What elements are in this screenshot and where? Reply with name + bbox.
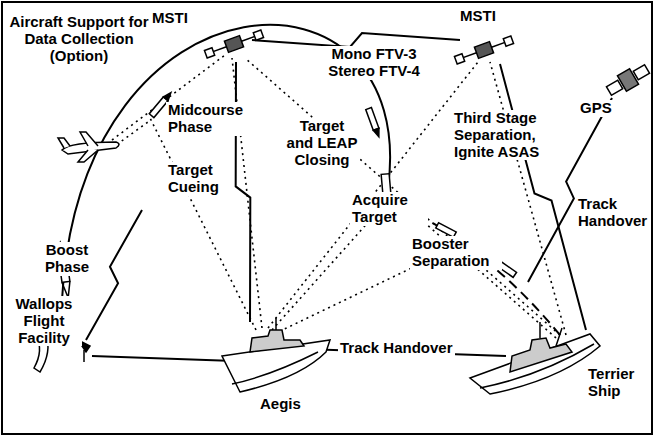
diagram-label: Terrier Ship [586, 366, 648, 400]
diagram-label: Aircraft Support for Data Collection (Op… [4, 14, 154, 64]
satellites [204, 28, 652, 99]
diagram-label: MSTI [458, 8, 498, 25]
diagram-label: Aegis [258, 396, 303, 413]
diagram-label: GPS [578, 100, 614, 117]
sight-lines [112, 55, 566, 338]
data-link-bolt [236, 62, 251, 322]
diagram-label: Track Handover [576, 196, 650, 230]
aegis-ship [222, 318, 330, 392]
data-links [86, 33, 612, 363]
diagram-label: MSTI [150, 10, 190, 27]
diagram-label: Third Stage Separation, Ignite ASAS [452, 110, 548, 160]
diagram-label: Boost Phase [36, 242, 98, 276]
terrier-ship [470, 322, 600, 394]
diagram-label: Target Cueing [166, 162, 230, 196]
diagram-label: Target and LEAP Closing [284, 118, 360, 168]
diagram-label: Acquire Target [350, 192, 428, 226]
diagram-label: Midcourse Phase [166, 102, 250, 136]
data-link-bolt [252, 33, 460, 47]
diagram-label: Track Handover [338, 340, 455, 357]
diagram-label: Mono FTV-3 Stereo FTV-4 [318, 46, 430, 80]
diagram-label: Booster Separation [410, 236, 502, 270]
diagram-label: Wallops Flight Facility [6, 296, 82, 346]
aircraft [58, 132, 119, 162]
rockets [56, 91, 516, 299]
